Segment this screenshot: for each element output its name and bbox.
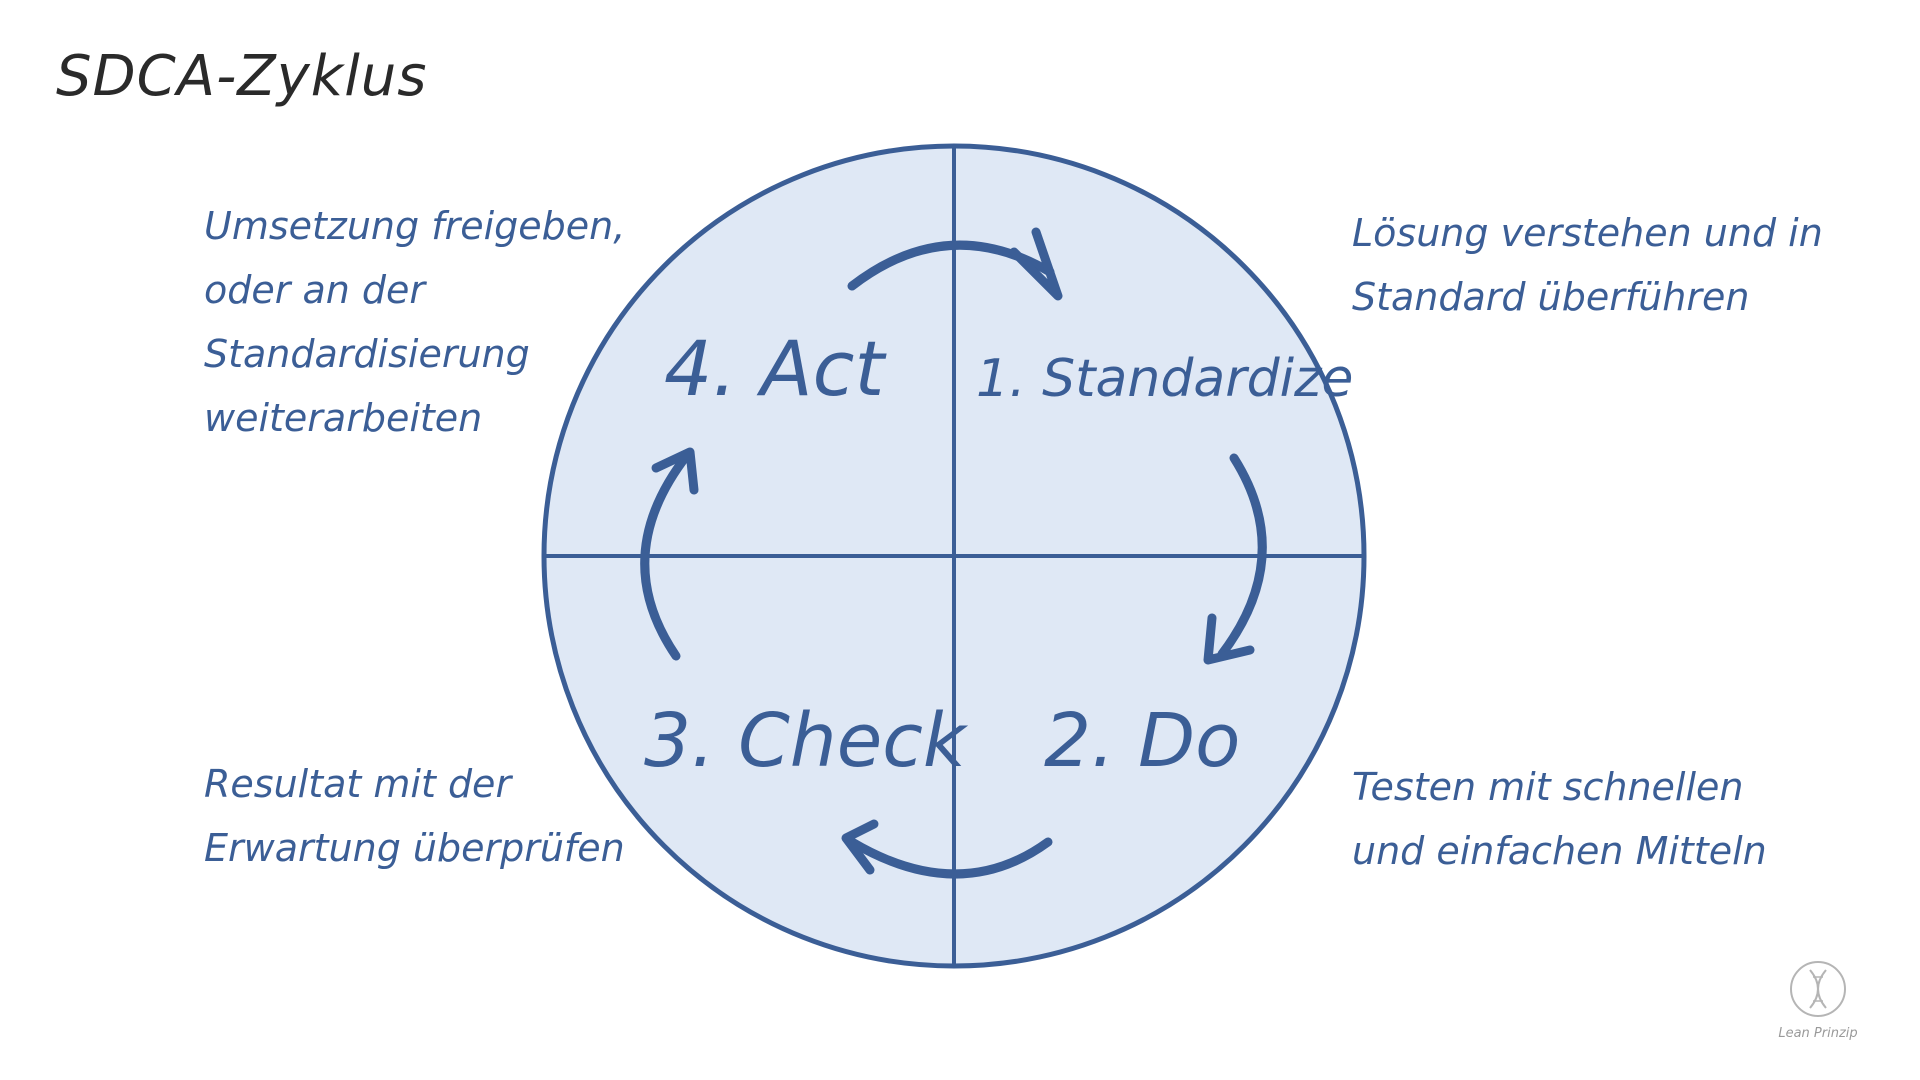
phase-label-do: 2. Do	[1044, 698, 1240, 784]
phase-label-act: 4. Act	[664, 324, 887, 413]
note-standardize: Lösung verstehen und in Standard überfüh…	[1352, 201, 1823, 329]
phase-label-check: 3. Check	[644, 698, 969, 784]
note-line: Lösung verstehen und in	[1352, 211, 1823, 255]
phase-label-standardize: 1. Standardize	[976, 349, 1353, 409]
note-line: Testen mit schnellen	[1352, 765, 1744, 809]
note-line: Standard überführen	[1352, 275, 1750, 319]
note-line: Erwartung überprüfen	[204, 826, 625, 870]
arrow-standardize-to-do-icon	[1203, 453, 1267, 665]
dna-helix-icon	[1790, 961, 1846, 1017]
note-line: Resultat mit der	[204, 762, 512, 806]
note-act: Umsetzung freigeben, oder an der Standar…	[204, 194, 625, 450]
note-line: Umsetzung freigeben,	[204, 204, 626, 248]
note-line: weiterarbeiten	[204, 396, 483, 440]
note-do: Testen mit schnellen und einfachen Mitte…	[1352, 755, 1767, 883]
note-line: Standardisierung	[204, 332, 530, 376]
arrow-check-to-act-icon	[640, 447, 699, 661]
arrow-do-to-check-icon	[841, 819, 1053, 879]
note-line: oder an der	[204, 268, 426, 312]
brand-logo-text: Lean Prinzip	[1778, 1026, 1858, 1041]
brand-logo: Lean Prinzip	[1768, 960, 1868, 1041]
note-line: und einfachen Mitteln	[1352, 829, 1767, 873]
arrow-act-to-standardize-icon	[847, 227, 1063, 301]
page-title: SDCA-Zyklus	[56, 44, 428, 109]
note-check: Resultat mit der Erwartung überprüfen	[204, 752, 625, 880]
